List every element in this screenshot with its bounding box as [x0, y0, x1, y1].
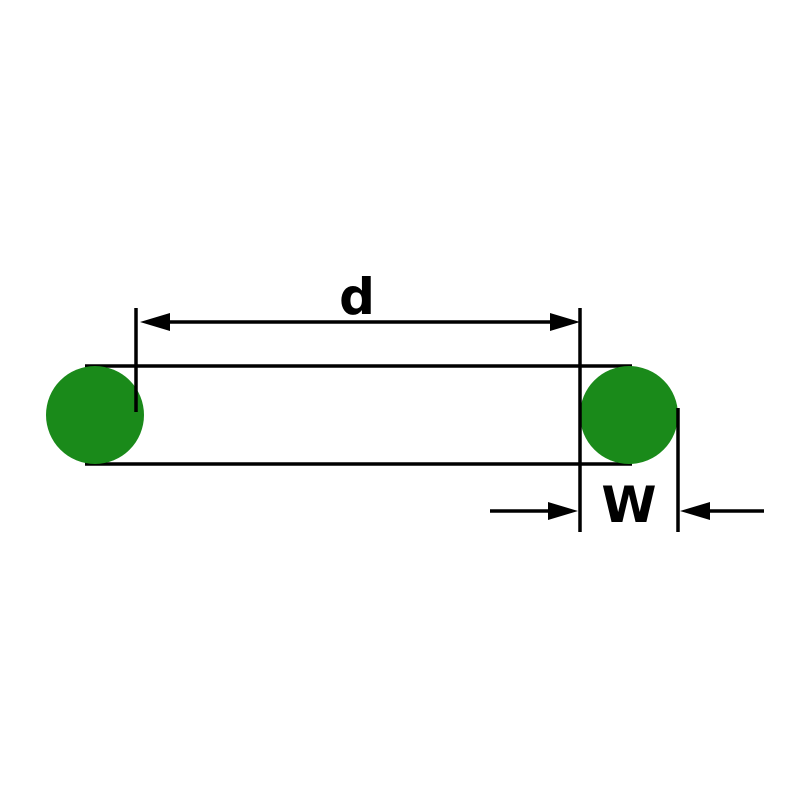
width-arrowhead-left-icon — [548, 502, 578, 520]
ring-cross-section-right — [580, 366, 678, 464]
width-label: W — [601, 476, 656, 534]
inner-diameter-arrowhead-right-icon — [550, 313, 580, 331]
width-arrowhead-right-icon — [680, 502, 710, 520]
inner-diameter-label: d — [339, 268, 375, 326]
ring-cross-section-left — [46, 366, 144, 464]
inner-diameter-arrowhead-left-icon — [140, 313, 170, 331]
